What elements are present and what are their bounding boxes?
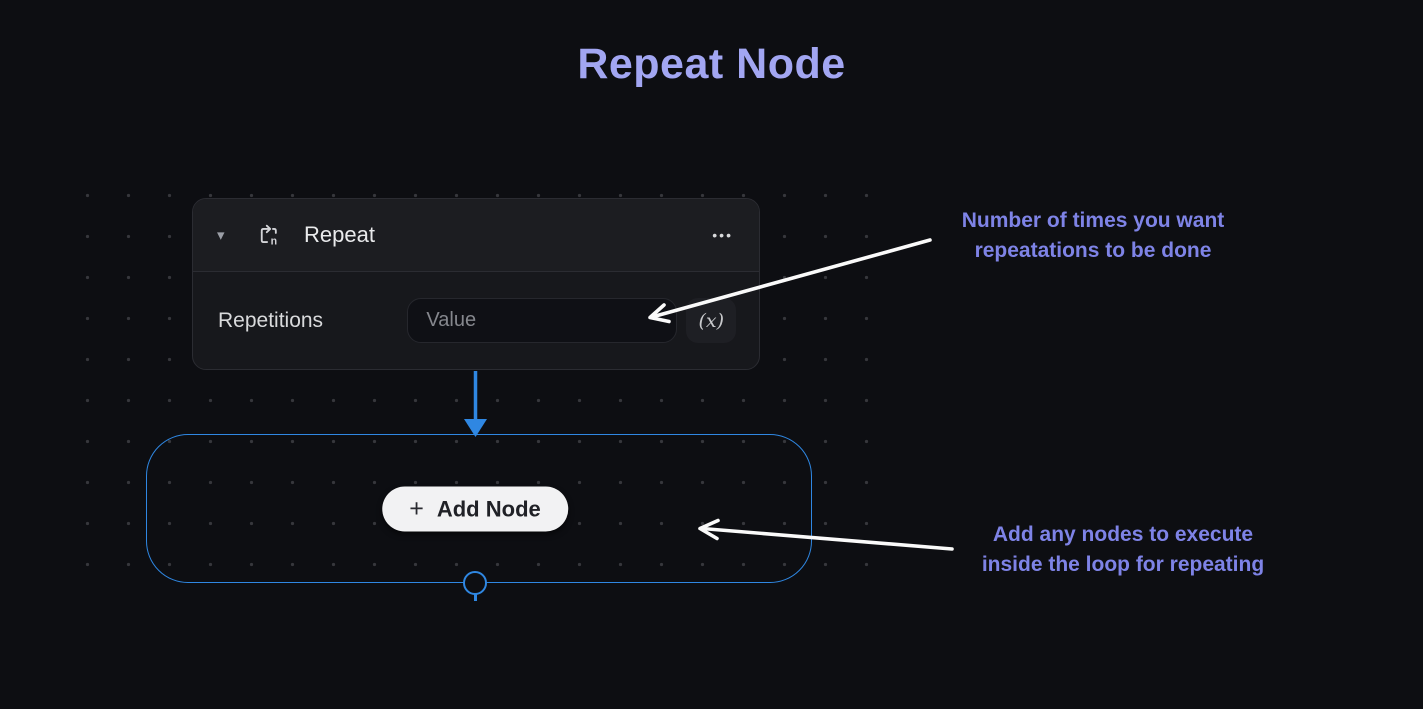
repeat-icon: n <box>255 222 282 249</box>
annotation-loop-body: Add any nodes to execute inside the loop… <box>963 520 1283 580</box>
repetitions-value-input[interactable] <box>407 298 678 343</box>
repeat-node-body: Repetitions (x) <box>193 272 759 369</box>
annotation-repetitions: Number of times you want repeatations to… <box>938 206 1248 266</box>
svg-text:n: n <box>271 235 277 247</box>
node-title: Repeat <box>304 222 375 247</box>
annotation-loop-body-line2: inside the loop for repeating <box>981 553 1265 576</box>
repeat-node-card[interactable]: ▾ n Repeat ••• Repetitions (x) <box>192 198 760 370</box>
add-node-label: Add Node <box>436 496 541 521</box>
page-title: Repeat Node <box>577 40 846 88</box>
repetitions-label: Repetitions <box>218 308 324 332</box>
output-port-stub <box>474 593 477 601</box>
collapse-caret-icon[interactable]: ▾ <box>217 227 225 244</box>
add-node-button[interactable]: + Add Node <box>382 486 568 532</box>
plus-icon: + <box>409 494 424 523</box>
annotation-loop-body-line1: Add any nodes to execute <box>992 523 1254 546</box>
annotation-repetitions-line2: repeatations to be done <box>974 239 1212 262</box>
annotation-repetitions-line1: Number of times you want <box>961 209 1225 232</box>
node-menu-icon[interactable]: ••• <box>712 227 733 243</box>
repeat-node-header: ▾ n Repeat ••• <box>193 199 759 272</box>
loop-output-port[interactable] <box>463 571 487 595</box>
formula-expression-button[interactable]: (x) <box>686 298 736 343</box>
